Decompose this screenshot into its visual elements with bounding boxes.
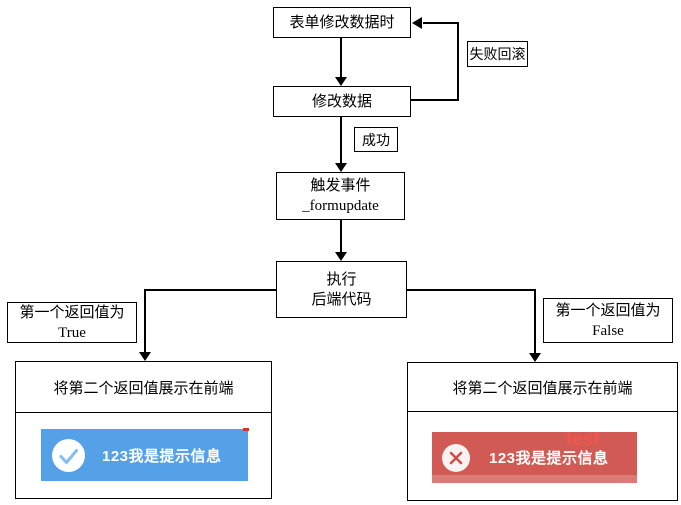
arrowhead-down-icon (139, 352, 151, 361)
node-execute-backend: 执行 后端代码 (276, 261, 407, 318)
loop-connector-top (423, 22, 458, 24)
fail-rollback-text: 失败回滚 (469, 48, 526, 63)
trigger-event-label: 触发事件 (310, 178, 371, 194)
success-text: 成功 (362, 133, 390, 149)
return-false-line1: 第一个返回值为 (555, 302, 661, 319)
panel-result-false-title: 将第二个返回值展示在前端 (408, 363, 677, 412)
toast-success: 123我是提示信息 (41, 429, 248, 481)
label-return-false: 第一个返回值为 False (543, 298, 673, 343)
check-circle-icon (52, 438, 85, 472)
branch-right-vertical (534, 289, 536, 353)
node-modify-data-label: 修改数据 (311, 93, 372, 110)
return-false-line2: False (592, 322, 624, 339)
node-trigger-event: 触发事件 _formupdate (276, 172, 405, 220)
label-return-true: 第一个返回值为 True (7, 302, 137, 343)
panel-result-true-title: 将第二个返回值展示在前端 (16, 362, 271, 413)
return-true-line2: True (58, 324, 86, 341)
arrowhead-down-icon (335, 77, 347, 86)
toast-error: 123我是提示信息 (432, 432, 637, 483)
arrowhead-down-icon (335, 163, 347, 172)
cross-circle-icon (442, 443, 470, 472)
red-artifact-mark (243, 428, 249, 431)
edge-label-success: 成功 (354, 127, 398, 152)
toast-error-message: 123我是提示信息 (489, 450, 609, 467)
toast-success-message: 123我是提示信息 (102, 447, 222, 465)
connector-modify-to-trigger (340, 117, 342, 163)
connector-trigger-to-execute (340, 220, 342, 253)
edge-label-fail-rollback: 失败回滚 (467, 41, 528, 67)
watermark-test: test (566, 429, 600, 450)
panel-true-title-text: 将第二个返回值展示在前端 (53, 380, 234, 397)
execute-label-line1: 执行 (326, 271, 357, 288)
arrowhead-down-icon (529, 353, 541, 362)
execute-label-line2: 后端代码 (311, 291, 372, 308)
arrowhead-down-icon (335, 252, 347, 261)
loop-connector-bottom (411, 99, 458, 101)
arrowhead-left-icon (412, 17, 422, 29)
loop-connector-vertical (457, 22, 459, 101)
node-form-modify: 表单修改数据时 (273, 7, 411, 38)
branch-right-horizontal (407, 289, 536, 291)
branch-left-vertical (144, 289, 146, 353)
return-true-line1: 第一个返回值为 (19, 304, 125, 321)
panel-false-title-text: 将第二个返回值展示在前端 (452, 380, 633, 397)
trigger-event-name: _formupdate (302, 198, 379, 214)
branch-left-horizontal (144, 289, 277, 291)
node-modify-data: 修改数据 (273, 86, 411, 117)
connector-form-to-modify (340, 38, 342, 78)
node-form-modify-label: 表单修改数据时 (289, 14, 395, 31)
